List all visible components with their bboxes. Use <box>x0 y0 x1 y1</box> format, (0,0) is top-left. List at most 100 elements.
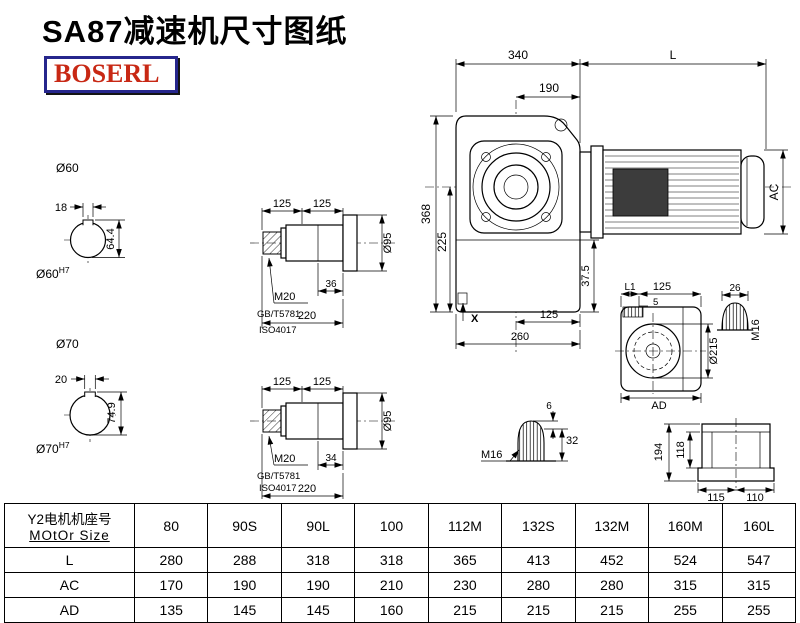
dim-value: 315 <box>721 572 796 598</box>
output-bore <box>493 164 539 210</box>
motor-size-label-en: MOtOr Size <box>29 528 110 543</box>
dim-34-label: 34 <box>325 453 337 464</box>
shaft70-bore-label: Ø70H7 <box>36 440 70 456</box>
dim-value: 318 <box>280 547 356 573</box>
bolt-hole <box>541 212 551 222</box>
output-flange <box>469 140 563 234</box>
dim-125b-label: 125 <box>313 376 331 388</box>
plug-view-right: 26 M16 <box>717 283 762 341</box>
dim-118: 118 <box>675 431 700 469</box>
side-bolt-circle <box>633 331 673 371</box>
thread-callout-upper: M20 GB/T5781 ISO4017 <box>257 257 308 336</box>
dim-340-label: 340 <box>508 48 528 62</box>
dim-value: 288 <box>207 547 282 573</box>
dim-value: 145 <box>207 597 282 623</box>
dim-64-4: 64.4 <box>92 219 125 258</box>
bolt-head <box>262 409 282 433</box>
col-header: 90S <box>207 503 282 548</box>
side-shaft-circle <box>645 343 661 359</box>
technical-drawing: 340 L 190 368 225 37.5 125 <box>36 48 792 503</box>
shaft-section-60: Ø60 18 64.4 Ø60H7 <box>36 161 125 281</box>
thread-m16-label: M16 <box>481 449 502 461</box>
dim-value: 255 <box>721 597 796 623</box>
dim-36-label: 36 <box>325 279 337 290</box>
dim-260-label: 260 <box>511 331 529 343</box>
bottom-view: 194 118 115 110 <box>653 418 775 503</box>
dim-value: 365 <box>427 547 503 573</box>
plug-dome <box>721 302 749 331</box>
dim-value: 547 <box>721 547 796 573</box>
boserl-logo: BOSERL <box>44 56 178 93</box>
dim-20-label: 20 <box>55 374 67 386</box>
dim-value: 170 <box>133 572 209 598</box>
dim-95-label: Ø95 <box>382 233 394 254</box>
dim-32: 32 <box>546 429 578 462</box>
washer <box>280 405 287 437</box>
dim-value: 160 <box>354 597 429 623</box>
dim-37-5-label: 37.5 <box>580 265 592 286</box>
shaft-detail-upper: 125 125 M20 GB/T5781 ISO4017 36 220 Ø <box>250 198 397 336</box>
shaft-bore <box>503 174 529 200</box>
dim-L1-125: L1 125 5 <box>620 281 702 308</box>
side-bore-circle <box>625 323 681 379</box>
dim-value: 524 <box>648 547 723 573</box>
dim-L-label: L <box>670 48 677 62</box>
dim-64-4-label: 64.4 <box>105 228 117 249</box>
dim-220-upper: 220 <box>261 256 344 328</box>
dim-5-label: 5 <box>653 297 658 308</box>
table-row-AD: AD 135 145 145 160 215 215 215 255 255 <box>4 597 796 623</box>
dim-value: 280 <box>574 572 650 598</box>
col-header: 90L <box>280 503 356 548</box>
front-view: 340 L 190 368 225 37.5 125 <box>419 48 792 352</box>
page-title: SA87减速机尺寸图纸 <box>42 14 348 49</box>
dim-118-label: 118 <box>675 441 687 459</box>
bolt-hole <box>481 212 491 222</box>
thread-callout-lower: M20 GB/T5781 ISO4017 <box>257 435 308 494</box>
dim-L: L <box>580 48 767 149</box>
dim-AC-label: AC <box>767 183 781 200</box>
dim-37-5: 37.5 <box>580 239 599 313</box>
shaft-body <box>285 402 344 440</box>
fan-cover <box>740 155 765 229</box>
dim-95-lower: Ø95 <box>357 392 394 450</box>
dim-95-label: Ø95 <box>382 411 394 432</box>
dim-18: 18 <box>55 202 106 217</box>
table-row-L: L 280 288 318 318 365 413 452 524 547 <box>4 547 796 573</box>
x-label: X <box>471 313 479 325</box>
dim-110-label: 110 <box>746 492 764 503</box>
shaft60-bore-label: Ø60H7 <box>36 265 70 281</box>
thread-callout: M16 <box>481 449 520 462</box>
dim-368-label: 368 <box>419 204 433 224</box>
side-rib <box>622 306 644 318</box>
hub-face <box>342 214 358 272</box>
dim-26: 26 <box>721 283 749 301</box>
row-label: L <box>4 547 135 573</box>
shaft60-label: Ø60 <box>56 161 79 175</box>
col-header: 132M <box>574 503 650 548</box>
motor-adapter <box>579 151 592 233</box>
dim-32-label: 32 <box>566 435 578 447</box>
dim-190-label: 190 <box>539 81 559 95</box>
col-header: 80 <box>133 503 209 548</box>
bolt-hole <box>541 152 551 162</box>
dim-value: 145 <box>280 597 356 623</box>
dim-340: 340 <box>455 48 581 143</box>
dim-value: 452 <box>574 547 650 573</box>
shaft-body <box>285 224 344 262</box>
dim-115-110: 115 110 <box>697 483 775 503</box>
dim-value: 280 <box>501 572 576 598</box>
shaft70-keyway <box>84 391 96 397</box>
dim-125-125-upper: 125 125 <box>261 198 344 230</box>
dim-value: 135 <box>133 597 209 623</box>
dim-AD: AD <box>620 393 702 412</box>
dim-220-label: 220 <box>298 483 316 495</box>
flange-circle <box>481 152 551 222</box>
shaft70-bore-circle <box>69 394 111 436</box>
dim-194: 194 <box>653 423 700 482</box>
motor-size-header-cell: Y2电机机座号 MOtOr Size <box>4 503 135 548</box>
lifting-eye <box>554 118 568 132</box>
dim-215: Ø215 <box>655 323 720 379</box>
shaft-detail-lower: 125 125 M20 GB/T5781 ISO4017 34 220 Ø <box>250 376 397 499</box>
dim-value: 210 <box>354 572 429 598</box>
dim-220-lower: 220 <box>261 434 344 499</box>
